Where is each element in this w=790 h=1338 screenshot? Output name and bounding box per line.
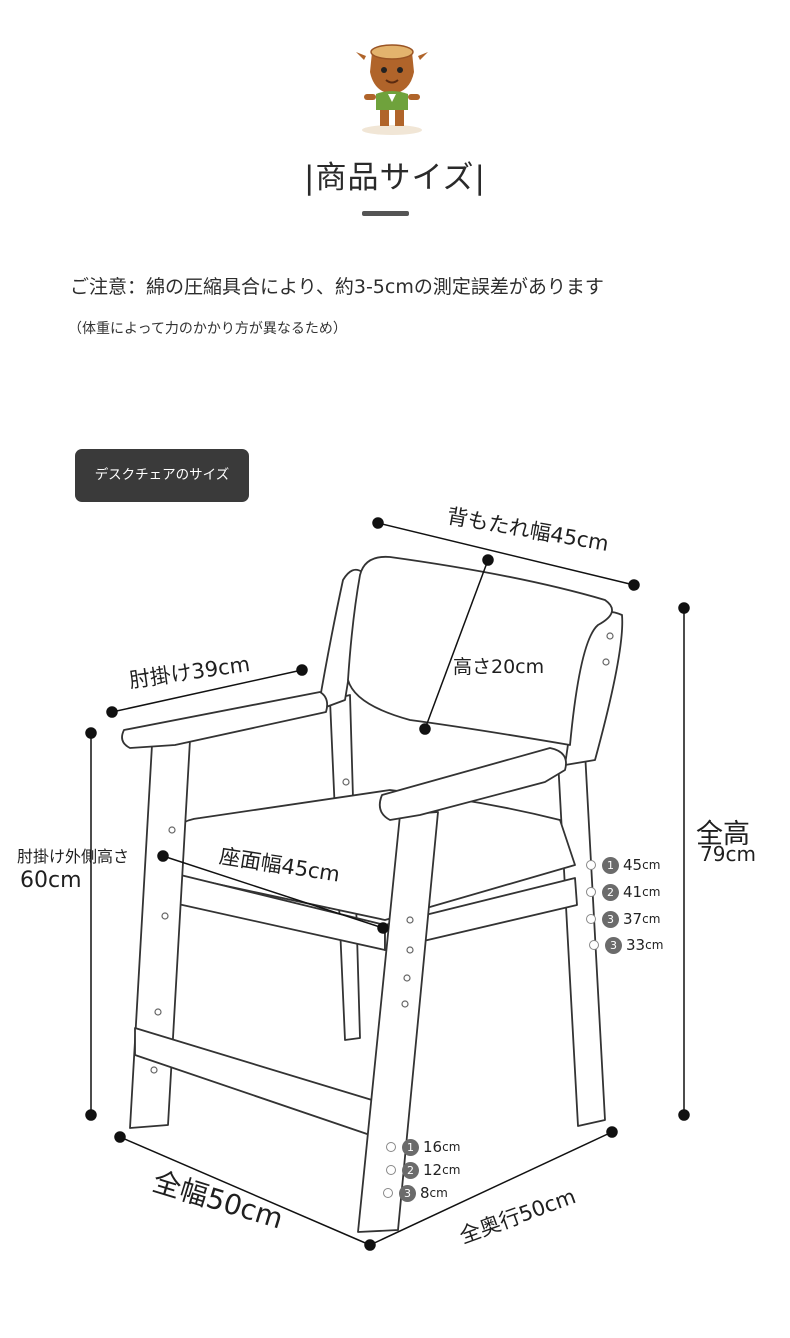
section-badge: デスクチェアのサイズ xyxy=(75,449,249,502)
armrest-height-label: 肘掛け外側高さ xyxy=(17,847,130,866)
hole-icon xyxy=(386,1142,396,1152)
seat-frame-side xyxy=(384,877,578,951)
backrest xyxy=(347,555,613,746)
hole-icon xyxy=(383,1188,393,1198)
hole-icon xyxy=(589,940,599,950)
right-armrest xyxy=(378,747,567,821)
page-title: |商品サイズ| xyxy=(304,160,486,196)
left-armrest xyxy=(121,691,329,749)
tree-stump-mascot-icon xyxy=(356,44,428,135)
notice-sub: （体重によって力のかかり方が異なるため） xyxy=(68,321,347,337)
hole-icon xyxy=(586,914,596,924)
total-height-label: 全高 xyxy=(696,819,750,850)
armrest-height-value: 60cm xyxy=(20,868,82,893)
title-underline xyxy=(362,211,409,216)
total-height-value: 79cm xyxy=(700,842,756,866)
backrest-height-label: 高さ20cm xyxy=(453,656,545,678)
hole-icon xyxy=(586,887,596,897)
notice-main: ご注意：綿の圧縮具合により、約3-5cmの測定誤差があります xyxy=(70,276,604,298)
hole-icon xyxy=(386,1165,396,1175)
hole-icon xyxy=(586,860,596,870)
